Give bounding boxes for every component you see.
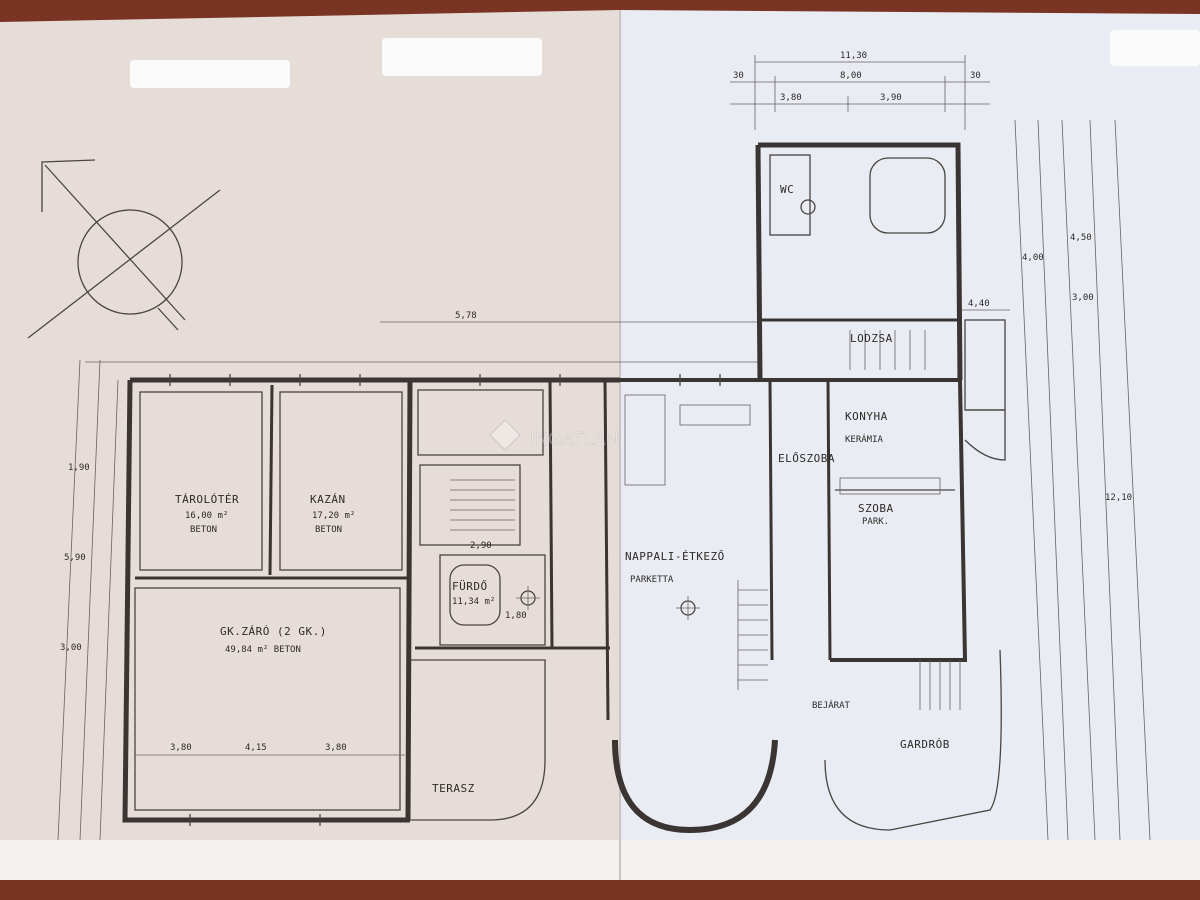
room-gardrob-name: GARDRÓB <box>900 738 950 751</box>
dim-stair: 2,90 <box>470 541 492 551</box>
dim-left-a: 1,90 <box>68 463 90 473</box>
dim-bath: 1,80 <box>505 611 527 621</box>
paper-sheet-right <box>620 10 1200 880</box>
ceiling-lamp-icon <box>800 199 816 215</box>
dim-right-a: 4,00 <box>1022 253 1044 263</box>
room-szoba-floor: PARK. <box>862 517 889 527</box>
redacted-block <box>1110 30 1200 66</box>
dim-left-c: 3,00 <box>60 643 82 653</box>
dim-bottom-c: 3,80 <box>325 743 347 753</box>
dim-right-c: 3,00 <box>1072 293 1094 303</box>
north-arrow-icon <box>27 159 221 339</box>
walls-left-wing <box>122 377 620 823</box>
dim-top-c: 30 <box>970 71 981 81</box>
room-taroloter-name: TÁROLÓTÉR <box>175 493 239 506</box>
room-etkezo-floor: KERÁMIA <box>845 433 884 445</box>
staircase-icon <box>849 330 926 370</box>
dim-top-mid: 8,00 <box>840 71 862 81</box>
room-nappali-floor: PARKETTA <box>630 575 674 585</box>
room-kazan-floor: BETON <box>315 525 342 535</box>
dim-top-b: 3,80 <box>780 93 802 103</box>
dim-bottom-b: 4,15 <box>245 743 267 753</box>
dimension-lines-right <box>1014 119 1151 841</box>
walls-right-wing <box>620 142 1006 710</box>
redacted-block <box>130 60 290 88</box>
room-szoba-name: SZOBA <box>858 502 894 515</box>
label-bejarat: BEJÁRAT <box>812 699 851 711</box>
dim-top-a: 30 <box>733 71 744 81</box>
room-furdo-area: 11,34 m² <box>452 597 495 607</box>
dim-bottom-a: 3,80 <box>170 743 192 753</box>
room-furdo-name: FÜRDŐ <box>452 579 488 593</box>
balcony-outline <box>824 649 1002 831</box>
dim-mid-a: 3,90 <box>880 93 902 103</box>
room-wc-name: WC <box>780 183 794 196</box>
room-konyha-name: KONYHA <box>845 410 888 423</box>
room-nappali-name: NAPPALI-ÉTKEZŐ <box>625 549 725 563</box>
watermark-text: INGATLAN <box>530 429 619 449</box>
walls-core <box>415 379 610 721</box>
paper-sheet-left <box>0 10 620 880</box>
window-markers <box>169 374 721 826</box>
dim-mid-b: 5,78 <box>455 311 477 321</box>
dimension-lines-top <box>730 55 990 130</box>
watermark: INGATLAN <box>489 419 619 451</box>
dim-top-total: 11,30 <box>840 51 867 61</box>
room-garage-area: 49,84 m² BETON <box>225 645 301 655</box>
bay-window-arc <box>612 739 778 834</box>
dim-right-d: 12,10 <box>1105 493 1132 503</box>
redacted-block <box>382 38 542 76</box>
dim-left-b: 5,90 <box>64 553 86 563</box>
room-garage-name: GK.ZÁRÓ (2 GK.) <box>220 625 327 638</box>
room-kazan-name: KAZÁN <box>310 493 346 506</box>
ceiling-lamp-icon <box>516 586 540 610</box>
room-terasz-name: TERASZ <box>432 782 475 795</box>
room-lodzsa-name: LODZSA <box>850 332 893 345</box>
staircase-icon <box>919 660 961 710</box>
dimension-lines-middle <box>85 309 1010 363</box>
room-taroloter-area: 16,00 m² <box>185 511 228 521</box>
dimension-lines-left <box>57 359 119 841</box>
terrace-outline <box>410 659 546 821</box>
room-taroloter-floor: BETON <box>190 525 217 535</box>
room-eloszoba-name: ELŐSZOBA <box>778 451 835 465</box>
dim-right-b: 4,50 <box>1070 233 1092 243</box>
room-kazan-area: 17,20 m² <box>312 511 355 521</box>
staircase-icon <box>737 580 768 690</box>
staircase-icon <box>450 479 515 531</box>
dim-mid-c: 4,40 <box>968 299 990 309</box>
ceiling-lamp-icon <box>676 596 700 620</box>
